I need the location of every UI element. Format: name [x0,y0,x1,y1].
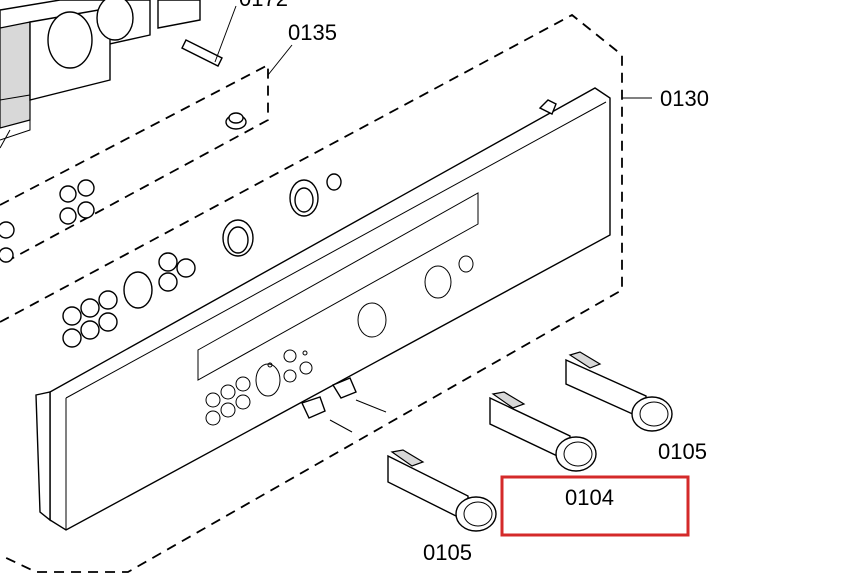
knob-shaft-0104 [489,391,597,472]
label-0104: 0104 [565,485,614,510]
panel-0135-outline [0,5,293,266]
knob-shaft-0105-lower [387,449,497,532]
label-0105-upper: 0105 [658,439,707,464]
housing-assembly [0,0,201,149]
knob-shaft-0105-upper [565,351,673,432]
label-0105-lower: 0105 [423,540,472,565]
label-0172: 0172 [239,0,288,11]
highlight-box [500,475,690,537]
label-0130: 0130 [660,86,709,111]
pins-and-screws [301,377,387,433]
panel-0130-outline [0,13,652,573]
label-0135: 0135 [288,20,337,45]
knob-rings [62,173,342,348]
control-panel-front [35,87,611,531]
